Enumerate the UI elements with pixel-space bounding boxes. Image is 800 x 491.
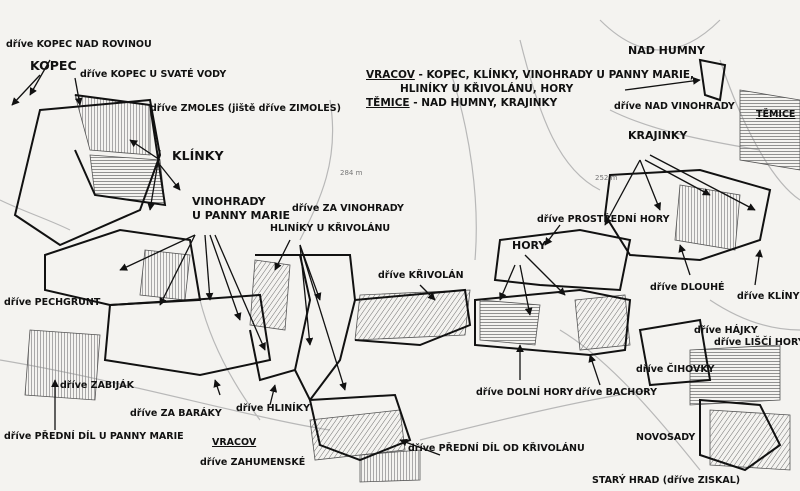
label-vinohrady-2: U PANNY MARIE (192, 209, 291, 222)
label-kopec: KOPEC (30, 58, 77, 73)
legend-temice-text: - NAD HUMNY, KRAJINKY (409, 97, 558, 109)
boundary-prostredni-hory (493, 228, 632, 292)
label-kopec-nad-rovinou: dříve KOPEC NAD ROVINOU (6, 39, 152, 50)
label-kopec-svate-vody: dříve KOPEC U SVATÉ VODY (80, 69, 227, 80)
boundary-hliniky-krivolanu (294, 254, 357, 402)
label-krajinky: KRAJINKY (628, 129, 688, 142)
legend-vracov-key: VRACOV (366, 69, 415, 81)
label-hory: HORY (512, 239, 547, 252)
label-zmoles: dříve ZMOLES (jiště dříve ZIMOLES) (150, 103, 341, 114)
label-nad-vinohrady: dříve NAD VINOHRADY (614, 101, 735, 112)
svg-text:252 m: 252 m (595, 174, 618, 182)
label-nad-humny: NAD HUMNY (628, 44, 705, 57)
label-dlouhe: dříve DLOUHÉ (650, 282, 725, 293)
label-hliniky-krivolanu: HLINÍKY U KŘIVOLÁNU (270, 223, 391, 234)
boundary-hory (474, 288, 632, 357)
legend: VRACOV - KOPEC, KLÍNKY, VINOHRADY U PANN… (366, 68, 694, 110)
legend-vracov-text2: HLINÍKY U KŘIVOLÁNU, HORY (400, 83, 574, 95)
label-zahumenske: dříve ZAHUMENSKÉ (200, 457, 306, 468)
label-kliny: dříve KLÍNY (737, 291, 800, 302)
label-hliniky: dříve HLINÍKY (236, 403, 310, 414)
label-predni-dil-panny-marie: dříve PŘEDNÍ DÍL U PANNY MARIE (4, 431, 184, 442)
boundary-klinky (74, 94, 167, 207)
label-pechgrunt: dříve PECHGRUNT (4, 297, 101, 308)
label-arrows (11, 59, 763, 456)
elevation-marks: 284 m 252 m (340, 169, 618, 182)
boundary-novosady (699, 398, 782, 472)
svg-text:284 m: 284 m (340, 169, 363, 177)
label-dolni-hory: dříve DOLNÍ HORY (476, 387, 574, 398)
boundary-vinohrady (103, 293, 272, 377)
label-novosady: NOVOSADY (636, 432, 696, 443)
label-hajky: dříve HÁJKY (694, 325, 758, 336)
label-klinky: KLÍNKY (172, 148, 224, 163)
label-bachory: dříve BACHORY (575, 387, 657, 398)
label-predni-dil-krivolanu: dříve PŘEDNÍ DÍL OD KŘIVOLÁNU (408, 443, 585, 454)
label-za-vinohrady: dříve ZA VINOHRADY (292, 203, 404, 214)
boundary-kopec (13, 98, 162, 247)
label-vinohrady-1: VINOHRADY (192, 195, 266, 208)
label-temice: TĚMICE (756, 109, 796, 120)
boundary-nad-humny (698, 58, 727, 102)
label-stary-hrad: STARÝ HRAD (dříve ZISKAL) (592, 475, 741, 486)
legend-vracov-text: - KOPEC, KLÍNKY, VINOHRADY U PANNY MARIE… (414, 69, 695, 81)
label-za-baraky: dříve ZA BARÁKY (130, 408, 222, 419)
label-zabijak: dříve ZABIJÁK (60, 380, 134, 391)
label-prostredni-hory: dříve PROSTŘEDNÍ HORY (537, 214, 670, 225)
boundary-cihovky (638, 318, 712, 387)
boundary-predni-dil (308, 393, 412, 462)
label-cihovky: dříve ČIHOVKY (636, 364, 715, 375)
label-vracov: VRACOV (212, 437, 257, 448)
boundary-hliniky (249, 254, 312, 382)
label-lisci-hory: dříve LIŠČÍ HORY (714, 337, 800, 348)
label-krivolan: dříve KŘIVOLÁN (378, 270, 464, 281)
legend-temice-key: TĚMICE (366, 97, 410, 109)
